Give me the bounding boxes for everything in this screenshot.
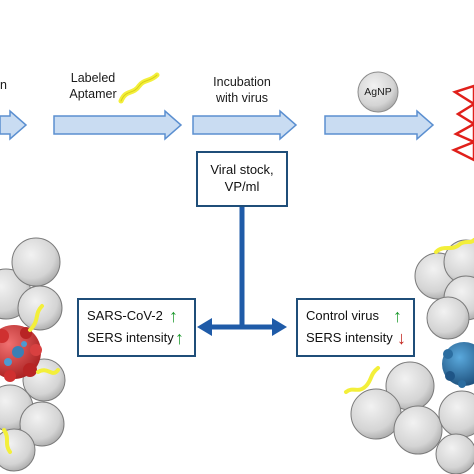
sars-cov2-result-box: SARS-CoV-2 ↑ SERS intensity ↑ [77, 298, 196, 357]
signal-star-icon [450, 84, 474, 162]
sars-sers-intensity-label: SERS intensity [87, 330, 174, 345]
viral-stock-line1: Viral stock, [210, 162, 274, 177]
control-virus-label: Control virus [306, 308, 379, 323]
branch-connector [197, 207, 287, 336]
viral-stock-box: Viral stock, VP/ml [196, 151, 288, 207]
agnp-label: AgNP [364, 86, 392, 98]
sars-cov2-aggregate-illustration [0, 237, 66, 472]
process-arrow-3 [192, 109, 298, 141]
step-incubation-line1: Incubation [213, 75, 271, 89]
step-incubation-line2: with virus [215, 91, 269, 105]
control-virus-aggregate-illustration [344, 238, 474, 474]
control-sers-intensity-label: SERS intensity [306, 330, 393, 345]
control-virus-result-box: Control virus ↑ SERS intensity ↓ [296, 298, 415, 357]
step-0-label: n [0, 78, 7, 92]
process-arrow-2 [53, 109, 183, 141]
process-arrow-4 [324, 109, 435, 141]
up-arrow-icon: ↑ [175, 328, 184, 348]
process-arrow-1 [0, 109, 28, 141]
sars-cov2-label: SARS-CoV-2 [87, 308, 163, 323]
step-labeled-aptamer-line1: Labeled [70, 71, 116, 85]
down-arrow-icon: ↓ [397, 328, 406, 348]
agnp-particle-icon [357, 71, 399, 113]
up-arrow-icon: ↑ [393, 306, 402, 326]
viral-stock-line2: VP/ml [224, 179, 260, 194]
step-labeled-aptamer-line2: Aptamer [69, 87, 117, 101]
up-arrow-icon: ↑ [169, 306, 178, 326]
